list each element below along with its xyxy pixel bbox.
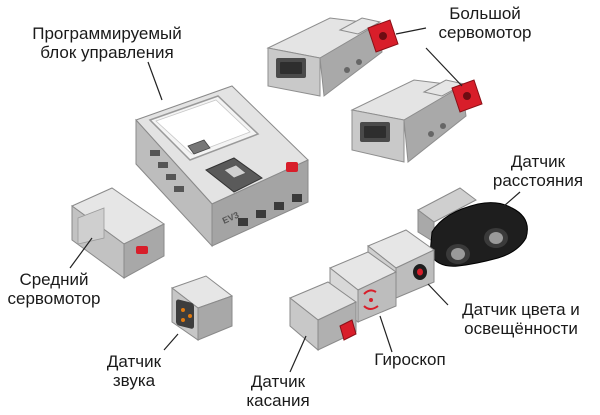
leader-sound-sensor [163,333,179,351]
label-large-motor-line1: Большой [449,4,521,23]
label-gyro: Гироскоп [360,350,460,369]
label-touch-sensor: Датчик касания [238,372,318,410]
label-large-motor: Большой сервомотор [420,4,550,42]
label-gyro-line1: Гироскоп [374,350,446,369]
touch-sensor [289,281,357,352]
leader-lines [69,27,521,373]
large-motor-bottom [350,79,483,163]
leader-gyro [379,315,393,353]
label-medium-motor: Средний сервомотор [4,270,104,308]
label-ultrasonic: Датчик расстояния [486,152,590,190]
leader-brick [147,61,163,101]
label-sound-sensor-line1: Датчик [106,352,162,371]
leader-ultrasonic [503,191,521,207]
leader-medium-motor [69,237,93,269]
label-color-sensor-line2: освещённости [464,319,578,338]
label-medium-motor-line1: Средний [19,270,89,289]
leader-large-motor-2 [425,47,463,87]
label-brick: Программируемый блок управления [12,24,202,62]
label-color-sensor: Датчик цвета и освещённости [446,300,596,338]
large-motor-top [266,17,399,97]
medium-motor [71,187,165,279]
ultrasonic-sensor [417,187,528,267]
leader-color-sensor [427,283,449,306]
label-brick-line2: блок управления [40,43,174,62]
label-large-motor-line2: сервомотор [438,23,532,42]
label-touch-sensor-line2: касания [246,391,310,410]
label-brick-line1: Программируемый [32,24,182,43]
leader-touch-sensor [289,335,307,373]
label-medium-motor-line2: сервомотор [7,289,101,308]
label-sound-sensor: Датчик звука [94,352,174,390]
label-sound-sensor-line2: звука [112,371,156,390]
sound-sensor [170,275,234,341]
label-ultrasonic-line1: Датчик [510,152,566,171]
leader-large-motor-1 [395,27,427,35]
ev3-brick: EV3 [135,85,309,248]
label-touch-sensor-line1: Датчик [250,372,306,391]
label-color-sensor-line1: Датчик цвета и [462,300,580,319]
label-ultrasonic-line2: расстояния [492,171,584,190]
